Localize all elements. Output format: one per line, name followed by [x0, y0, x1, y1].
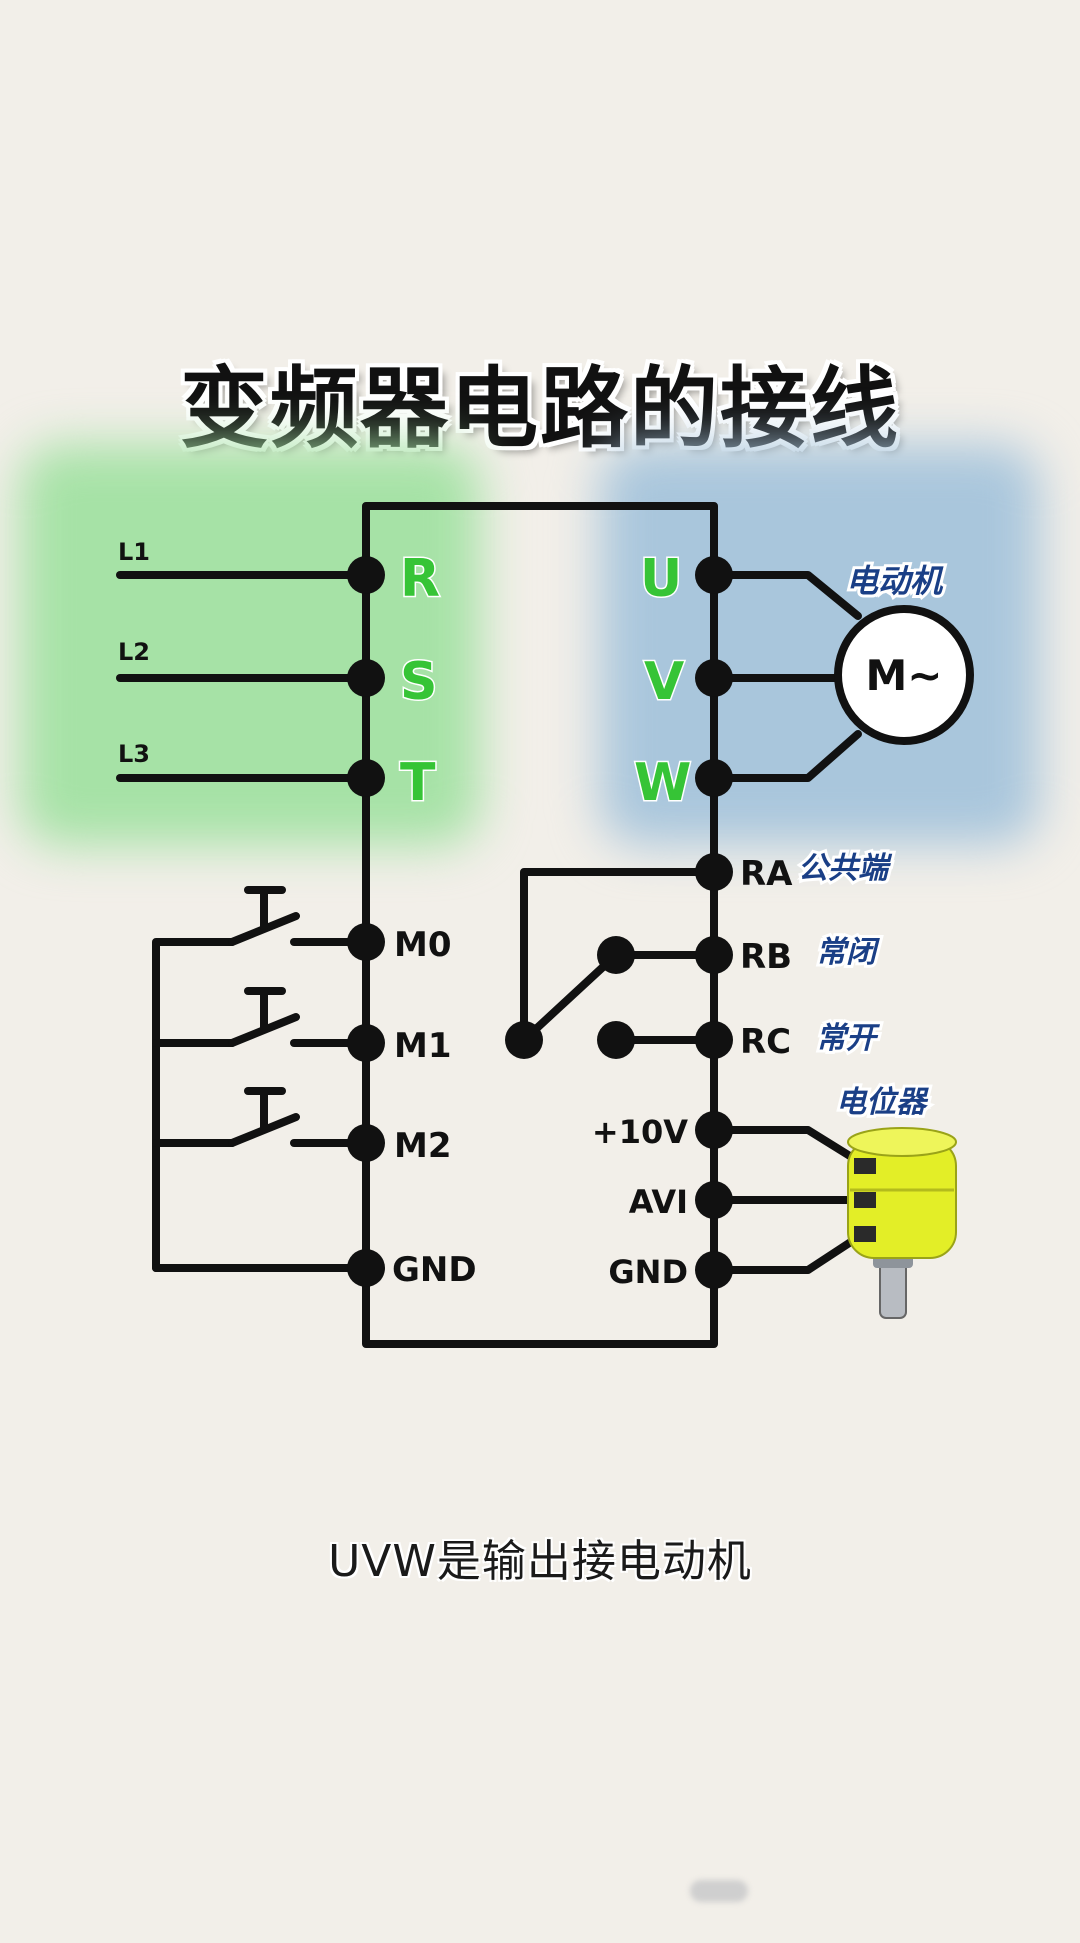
- note-normally-closed: 常闭: [816, 935, 880, 970]
- motor-label: 电动机: [846, 562, 944, 600]
- terminal-dot-10v: [695, 1111, 733, 1149]
- terminal-dot-v: [695, 659, 733, 697]
- terminal-dot-m2: [347, 1124, 385, 1162]
- note-normally-open: 常开: [816, 1021, 881, 1056]
- terminal-label-gnd-right: GND: [608, 1253, 688, 1291]
- wire-common-left: [152, 938, 236, 1272]
- note-common: 公共端: [798, 851, 893, 886]
- terminal-dot-t: [347, 759, 385, 797]
- wire-u: [710, 571, 862, 620]
- wire-gnd-right: [710, 1228, 870, 1274]
- terminal-label-s: S: [400, 652, 437, 712]
- relay-contact-no: [597, 1021, 635, 1059]
- terminal-label-gnd-left: GND: [392, 1250, 477, 1290]
- terminal-dot-rb: [695, 936, 733, 974]
- terminal-dot-gnd-right: [695, 1251, 733, 1289]
- potentiometer-label: 电位器: [836, 1085, 929, 1120]
- terminal-label-ra: RA: [740, 854, 793, 894]
- terminal-label-rb: RB: [740, 937, 792, 977]
- terminal-dot-m1: [347, 1024, 385, 1062]
- terminal-label-v: V: [644, 652, 684, 712]
- page-title: 变频器电路的接线: [179, 357, 900, 460]
- terminal-dot-gnd-left: [347, 1249, 385, 1287]
- terminal-dot-m0: [347, 923, 385, 961]
- potentiometer-icon: [847, 1127, 957, 1319]
- terminal-label-avi: AVI: [629, 1183, 688, 1221]
- terminal-dot-ra: [695, 853, 733, 891]
- line-label-l3: L3: [118, 740, 150, 768]
- terminal-dot-w: [695, 759, 733, 797]
- wire-10v: [710, 1126, 870, 1170]
- wire-w: [710, 730, 862, 782]
- motor-symbol: M~: [866, 651, 943, 700]
- terminal-label-m0: M0: [394, 925, 452, 965]
- terminal-label-rc: RC: [740, 1022, 791, 1062]
- wire-relay-common: [520, 868, 718, 1044]
- terminal-label-m1: M1: [394, 1026, 452, 1066]
- terminal-dot-u: [695, 556, 733, 594]
- terminal-dot-s: [347, 659, 385, 697]
- line-label-l2: L2: [118, 638, 150, 666]
- terminal-label-r: R: [400, 549, 440, 609]
- terminal-dot-r: [347, 556, 385, 594]
- motor-icon: [834, 605, 974, 745]
- relay-pivot: [505, 1021, 543, 1059]
- terminal-label-m2: M2: [394, 1126, 452, 1166]
- terminal-dot-rc: [695, 1021, 733, 1059]
- watermark-smudge: [690, 1880, 748, 1902]
- relay-contact-nc: [597, 936, 635, 974]
- relay-blade: [520, 951, 620, 1044]
- terminal-label-t: T: [400, 753, 436, 813]
- terminal-label-u: U: [640, 549, 682, 609]
- caption-subtitle: UVW是输出接电动机: [328, 1536, 752, 1587]
- line-label-l1: L1: [118, 538, 150, 566]
- terminal-label-10v: +10V: [592, 1113, 688, 1151]
- terminal-label-w: W: [634, 753, 691, 813]
- terminal-dot-avi: [695, 1181, 733, 1219]
